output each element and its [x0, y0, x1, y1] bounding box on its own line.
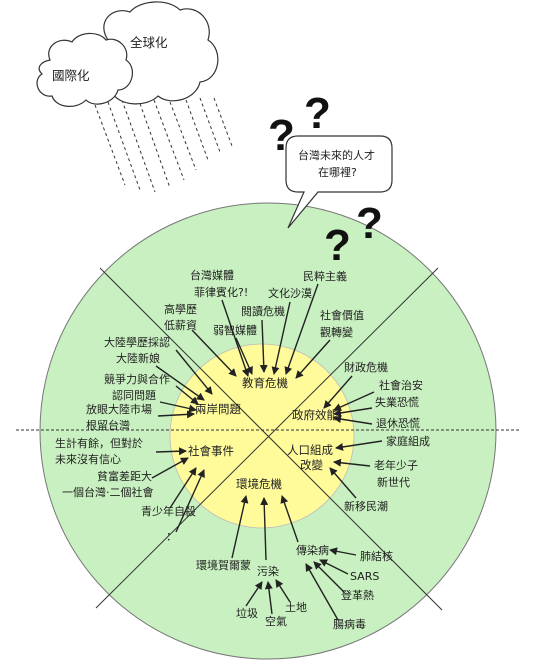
label-tuberculosis: 肺結核 — [360, 549, 393, 563]
label-low-pay: 低薪資 — [164, 319, 197, 332]
rain-streaks — [94, 97, 233, 193]
label-sars: SARS — [350, 570, 379, 583]
label-rooted-taiwan: 根留台灣 — [86, 418, 130, 432]
label-new-immigrants: 新移民潮 — [344, 499, 388, 513]
core-cross-strait: 兩岸問題 — [195, 402, 241, 416]
label-taiwan-media: 台灣媒體 — [190, 268, 234, 282]
label-youth-suicide: 青少年自殺 — [141, 504, 196, 518]
speech-bubble-line1: 台灣未來的人才 — [298, 148, 375, 162]
label-kyoto: 環境賀爾蒙 — [196, 558, 251, 572]
label-aging: 老年少子 — [374, 458, 418, 472]
label-retirement: 退休恐慌 — [376, 417, 420, 430]
label-high-edu: 高學歷 — [164, 302, 197, 316]
label-mainland-degree: 大陸學歷採認 — [104, 335, 170, 349]
arrows — [151, 283, 383, 621]
core-government: 政府效能 — [292, 408, 338, 422]
speech-bubble-shape — [285, 135, 393, 229]
cloud-label-right: 全球化 — [130, 35, 168, 50]
question-mark-2: ? — [304, 89, 331, 138]
label-pollution: 污染 — [257, 564, 279, 578]
core-education: 教育危機 — [242, 376, 288, 390]
core-population: 人口組成 — [287, 443, 333, 457]
question-mark-4: ? — [356, 199, 383, 248]
label-family: 家庭組成 — [386, 434, 430, 448]
cloud-label-left: 國際化 — [52, 68, 90, 83]
inner-circle — [169, 343, 355, 529]
core-social: 社會事件 — [188, 444, 234, 458]
label-livelihood-2: 未來沒有信心 — [55, 452, 121, 466]
label-open-market: 放眼大陸市場 — [86, 402, 152, 416]
label-enterovirus: 腸病毒 — [333, 617, 366, 631]
label-one-taiwan: 一個台灣‧二個社會 — [62, 485, 154, 499]
label-weak-media: 弱智媒體 — [213, 323, 257, 337]
label-populism: 民粹主義 — [303, 269, 347, 283]
label-view-change: 觀轉變 — [320, 325, 353, 339]
label-ellipsis: ： — [166, 530, 177, 543]
label-new-gen: 新世代 — [377, 475, 410, 489]
label-competition: 競爭力與合作 — [104, 372, 170, 386]
label-mainland-brides: 大陸新娘 — [116, 351, 160, 365]
speech-bubble-line2: 在哪裡? — [318, 165, 357, 179]
label-public-safety: 社會治安 — [379, 378, 423, 392]
core-change: 改變 — [300, 458, 323, 472]
core-environment: 環境危機 — [236, 477, 282, 491]
label-infectious: 傳染病 — [296, 543, 329, 557]
label-identity: 認同問題 — [112, 388, 156, 402]
label-livelihood-1: 生計有餘，但對於 — [55, 436, 143, 450]
cross-lines — [16, 267, 520, 611]
label-unemployment: 失業恐慌 — [375, 396, 419, 409]
cloud-left-shape — [36, 32, 134, 107]
label-culture-desert: 文化沙漠 — [268, 286, 312, 300]
label-soil: 土地 — [285, 601, 307, 614]
label-wealth-gap: 貧富差距大 — [97, 469, 152, 483]
question-mark-1: ? — [268, 111, 295, 160]
label-dengue: 登革熱 — [341, 588, 374, 602]
label-social-values: 社會價值 — [320, 308, 364, 322]
question-mark-3: ? — [324, 221, 351, 270]
label-fiscal-crisis: 財政危機 — [344, 360, 388, 374]
label-air: 空氣 — [265, 614, 287, 628]
label-reading-crisis: 閱讀危機 — [241, 304, 285, 318]
label-garbage: 垃圾 — [236, 606, 258, 620]
label-philippinized: 菲律賓化?! — [194, 285, 248, 299]
